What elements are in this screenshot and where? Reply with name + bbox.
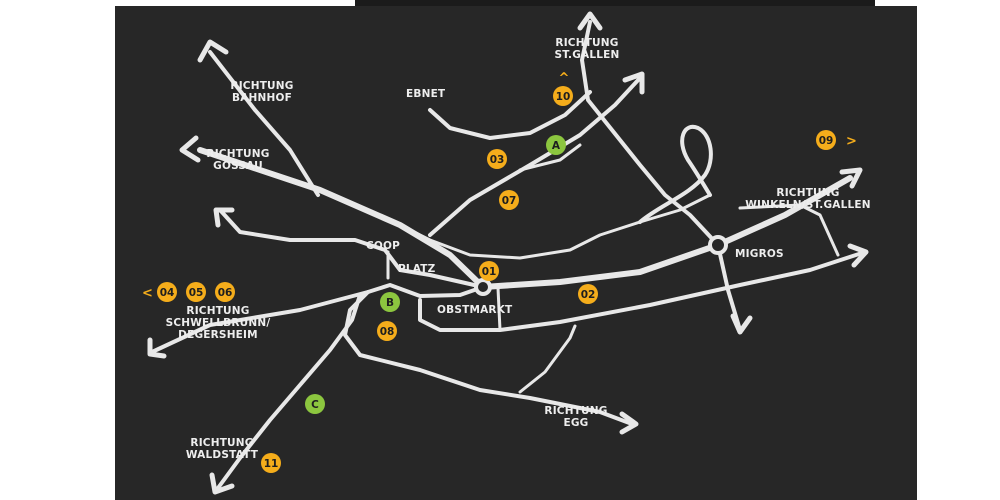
marker-C-dot bbox=[305, 394, 325, 414]
marker-04-dot bbox=[157, 282, 177, 302]
arrow-bahnhof bbox=[197, 39, 229, 63]
arrow-east bbox=[847, 243, 869, 268]
marker-03-dot bbox=[487, 149, 507, 169]
marker-05-label: 05 bbox=[189, 287, 204, 299]
label-st-gallen-line2: ST.GALLEN bbox=[554, 49, 619, 61]
road-schwellbrunn bbox=[150, 290, 370, 354]
arrow-winkeln bbox=[839, 167, 863, 189]
label-winkeln-line1: RICHTUNG bbox=[776, 187, 839, 199]
arrow-coop-west bbox=[213, 207, 235, 228]
label-schwellbrunn-line1: RICHTUNG bbox=[186, 305, 249, 317]
marker-B-label: B bbox=[386, 297, 394, 309]
marker-09-label: 09 bbox=[819, 135, 834, 147]
road-obstmarkt-center bbox=[496, 286, 502, 332]
marker-01-dot bbox=[479, 261, 499, 281]
road-main-east bbox=[480, 175, 853, 290]
chalkboard-background bbox=[115, 6, 917, 500]
marker-10[interactable]: ^ 10 bbox=[553, 71, 573, 106]
road-obstmarkt-south bbox=[418, 251, 864, 332]
top-edge-strip bbox=[355, 0, 875, 6]
label-waldstatt-line2: WALDSTATT bbox=[186, 449, 259, 461]
marker-09[interactable]: 09 > bbox=[816, 130, 857, 150]
marker-08[interactable]: 08 bbox=[377, 321, 397, 341]
place-labels: EBNET COOP PLATZ OBSTMARKT MIGROS bbox=[366, 88, 784, 316]
marker-A[interactable]: A bbox=[546, 135, 566, 155]
label-schwellbrunn-line2: SCHWELLBRUNN/ bbox=[166, 317, 271, 329]
markers: 01 02 03 07 08 ^ 10 11 09 > bbox=[142, 71, 857, 473]
road-bahnhof bbox=[208, 50, 320, 197]
label-egg-line2: EGG bbox=[563, 417, 588, 429]
road-ebnet bbox=[428, 90, 592, 140]
label-egg-line1: RICHTUNG bbox=[544, 405, 607, 417]
marker-B-dot bbox=[380, 292, 400, 312]
marker-11-dot bbox=[261, 453, 281, 473]
label-obstmarkt: OBSTMARKT bbox=[437, 304, 513, 316]
arrow-migros-south bbox=[730, 313, 753, 335]
label-bahnhof-line1: RICHTUNG bbox=[230, 80, 293, 92]
marker-02[interactable]: 02 bbox=[578, 284, 598, 304]
marker-07[interactable]: 07 bbox=[499, 190, 519, 210]
label-ebnet: EBNET bbox=[406, 88, 446, 100]
marker-08-label: 08 bbox=[380, 326, 395, 338]
marker-07-label: 07 bbox=[502, 195, 517, 207]
marker-10-dot bbox=[553, 86, 573, 106]
marker-11[interactable]: 11 bbox=[261, 453, 281, 473]
label-schwellbrunn-line3: DEGERSHEIM bbox=[178, 329, 258, 341]
arrow-gossau bbox=[179, 135, 201, 163]
marker-03-label: 03 bbox=[490, 154, 505, 166]
marker-04-label: 04 bbox=[160, 287, 175, 299]
label-platz: PLATZ bbox=[398, 263, 436, 275]
direction-labels: RICHTUNG BAHNHOF RICHTUNG GOSSAU RICHTUN… bbox=[166, 37, 871, 461]
marker-01[interactable]: 01 bbox=[479, 261, 499, 281]
road-obstmarkt-loop bbox=[343, 283, 634, 426]
label-coop: COOP bbox=[366, 240, 400, 252]
arrow-st-gallen bbox=[577, 11, 603, 31]
marker-west-arrow: < bbox=[142, 286, 153, 301]
marker-08-dot bbox=[377, 321, 397, 341]
marker-05-dot bbox=[186, 282, 206, 302]
road-ebnet-lower bbox=[518, 143, 582, 172]
arrow-schwellbrunn bbox=[147, 337, 167, 359]
marker-06-dot bbox=[215, 282, 235, 302]
direction-arrows bbox=[147, 11, 869, 495]
label-waldstatt-line1: RICHTUNG bbox=[190, 437, 253, 449]
arrow-egg bbox=[619, 411, 639, 435]
label-winkeln-line2: WINKELN/ST.GALLEN bbox=[745, 199, 871, 211]
roundabout-migros bbox=[708, 235, 728, 255]
marker-07-dot bbox=[499, 190, 519, 210]
marker-C[interactable]: C bbox=[305, 394, 325, 414]
road-egg-link bbox=[518, 324, 577, 394]
marker-09-arrow: > bbox=[846, 134, 857, 149]
roundabout-center bbox=[474, 278, 492, 296]
marker-B[interactable]: B bbox=[380, 292, 400, 312]
arrow-north-east bbox=[622, 71, 645, 95]
road-winkeln-side bbox=[738, 203, 840, 257]
marker-C-label: C bbox=[311, 399, 319, 411]
road-hairpin bbox=[638, 124, 713, 224]
road-st-gallen-north bbox=[580, 20, 720, 247]
label-bahnhof-line2: BAHNHOF bbox=[232, 92, 292, 104]
road-coop-west bbox=[218, 208, 485, 289]
arrow-waldstatt bbox=[209, 472, 235, 495]
marker-10-arrow: ^ bbox=[558, 71, 569, 86]
label-migros: MIGROS bbox=[735, 248, 784, 260]
label-gossau-line1: RICHTUNG bbox=[206, 148, 269, 160]
marker-10-label: 10 bbox=[556, 91, 571, 103]
marker-02-label: 02 bbox=[581, 289, 596, 301]
label-gossau-line2: GOSSAU bbox=[213, 160, 263, 172]
marker-06-label: 06 bbox=[218, 287, 233, 299]
marker-09-dot bbox=[816, 130, 836, 150]
label-st-gallen-line1: RICHTUNG bbox=[555, 37, 618, 49]
marker-A-label: A bbox=[552, 140, 561, 152]
marker-A-dot bbox=[546, 135, 566, 155]
marker-group-west[interactable]: < 04 05 06 bbox=[142, 282, 235, 302]
marker-11-label: 11 bbox=[264, 458, 279, 470]
marker-03[interactable]: 03 bbox=[487, 149, 507, 169]
road-waldstatt bbox=[216, 293, 362, 490]
road-curve-north bbox=[398, 193, 712, 260]
marker-02-dot bbox=[578, 284, 598, 304]
marker-01-label: 01 bbox=[482, 266, 497, 278]
